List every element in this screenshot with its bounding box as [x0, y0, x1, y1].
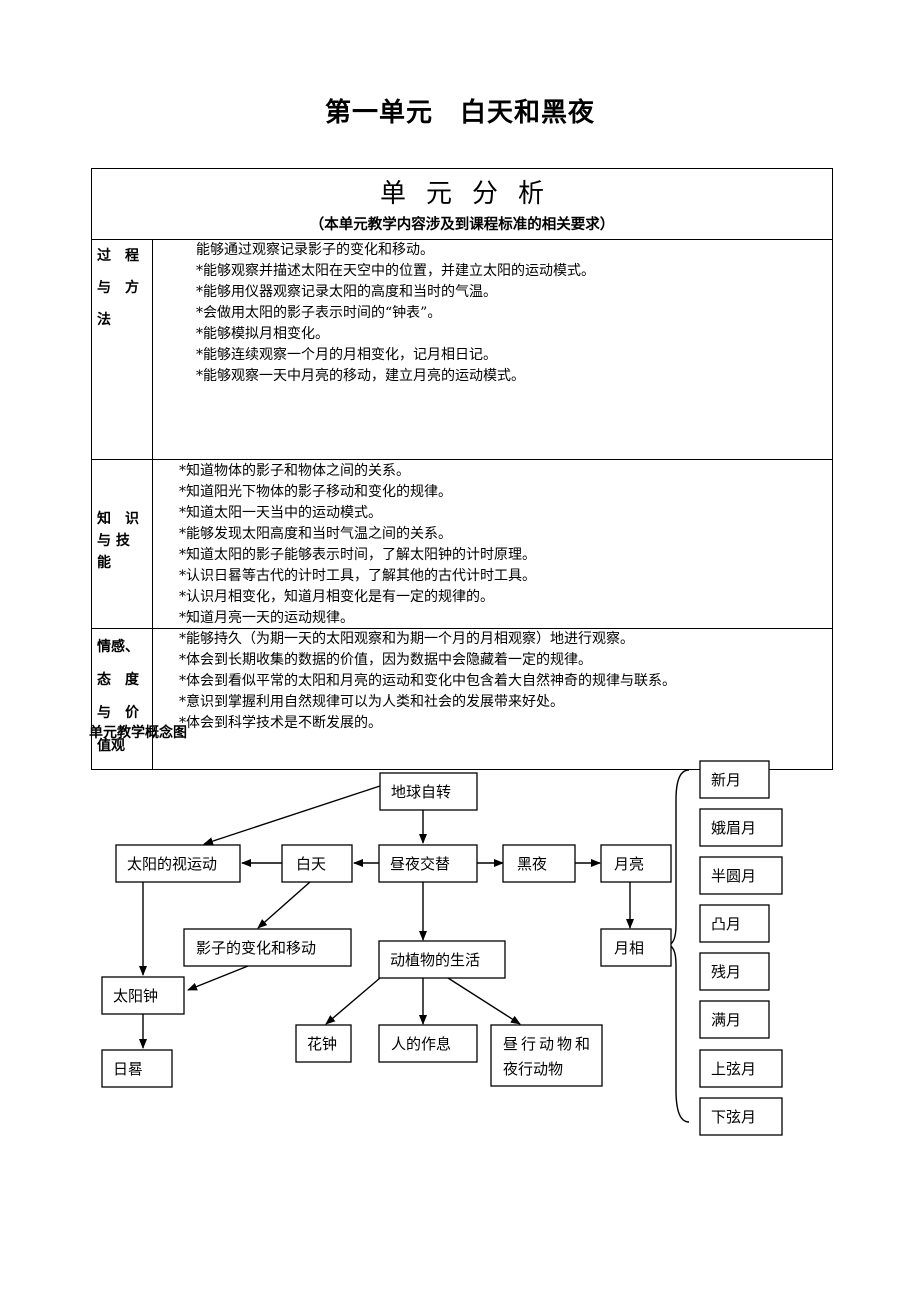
node-plant-animal-life-box: [378, 940, 506, 979]
list-item: *体会到长期收集的数据的价值，因为数据中会隐藏着一定的规律。: [179, 652, 592, 668]
row-label-line: 值观: [97, 738, 125, 754]
node-moon: 月亮: [614, 855, 644, 873]
moon-phase-label: 新月: [711, 771, 741, 789]
node-sundial-clock-box: [101, 976, 185, 1015]
concept-map-caption: 单元教学概念图: [89, 725, 187, 741]
moon-phase-label: 残月: [711, 963, 741, 981]
arrow-shadow-to-sundial-clock: [187, 965, 249, 991]
row-label-line: 态 度: [97, 672, 139, 688]
unit-analysis-table: 单元分析 （本单元教学内容涉及到课程标准的相关要求） 过 程 与 方 法 能够通…: [91, 168, 833, 770]
row-label-line: 情感、: [97, 639, 139, 655]
list-item: *知道太阳的影子能够表示时间，了解太阳钟的计时原理。: [179, 547, 536, 563]
list-item: *能够持久（为期一天的太阳观察和为期一个月的月相观察）地进行观察。: [179, 631, 634, 647]
list-item: *认识月相变化，知道月相变化是有一定的规律的。: [179, 589, 494, 605]
concept-nodes: [101, 760, 783, 1136]
moon-phase-box-gibbous: [699, 904, 770, 943]
table-subheading: （本单元教学内容涉及到课程标准的相关要求）: [309, 217, 615, 233]
list-item: *能够用仪器观察记录太阳的高度和当时的气温。: [196, 284, 497, 300]
node-earth-rotation: 地球自转: [391, 783, 451, 801]
moon-phase-box-waning: [699, 952, 770, 991]
node-day-night-alternation: 昼夜交替: [390, 855, 450, 873]
moon-phase-box-half: [699, 856, 783, 895]
concept-node-labels: 地球自转 太阳的视运动 白天 昼夜交替 黑夜 月亮 影子的变化和移动 动植物的生…: [113, 771, 756, 1126]
list-item: *能够发现太阳高度和当时气温之间的关系。: [179, 526, 452, 542]
list-item: *意识到掌握利用自然规律可以为人类和社会的发展带来好处。: [179, 694, 564, 710]
row-label: 过 程 与 方 法: [92, 240, 153, 459]
list-item: *能够连续观察一个月的月相变化，记月相日记。: [196, 347, 497, 363]
connector-group: [139, 785, 634, 1049]
moon-phase-label: 半圆月: [711, 867, 756, 885]
row-label: 情感、 态 度 与 价 值观: [92, 629, 153, 769]
arrow-life-to-animals: [447, 977, 521, 1025]
node-animals-line-1: 昼行动物和: [503, 1035, 590, 1053]
row-label-line: 法: [97, 312, 111, 328]
node-earth-rotation-box: [379, 772, 478, 811]
moon-phase-label: 凸月: [711, 915, 741, 933]
row-label-line: 过 程: [97, 248, 139, 264]
moon-phase-label: 下弦月: [711, 1108, 756, 1126]
moon-phase-box-first-quarter: [699, 1049, 783, 1088]
table-row-emotion-attitude-values: 情感、 态 度 与 价 值观 *能够持久（为期一天的太阳观察和为期一个月的月相观…: [92, 629, 832, 769]
moon-phase-label: 满月: [711, 1011, 741, 1029]
node-human-routine: 人的作息: [391, 1035, 451, 1053]
list-item: *知道阳光下物体的影子移动和变化的规律。: [179, 484, 452, 500]
node-daytime-box: [281, 844, 353, 883]
moon-phase-box-crescent: [699, 808, 783, 847]
node-night-box: [502, 844, 576, 883]
node-sundial-clock: 太阳钟: [113, 987, 158, 1005]
node-flower-clock-box: [295, 1024, 352, 1063]
page-title: 第一单元 白天和黑夜: [324, 98, 595, 128]
moon-phase-box-full: [699, 1000, 770, 1039]
table-row-knowledge-skill: 知 识 与 技 能 *知道物体的影子和物体之间的关系。 *知道阳光下物体的影子移…: [92, 460, 832, 629]
list-item: 能够通过观察记录影子的变化和移动。: [196, 242, 434, 258]
row-label-line: 与 方: [97, 280, 139, 296]
list-item: *能够模拟月相变化。: [196, 326, 329, 342]
list-item: *认识日晷等古代的计时工具，了解其他的古代计时工具。: [179, 568, 536, 584]
node-sun-apparent-motion: 太阳的视运动: [127, 855, 217, 873]
row-content: *知道物体的影子和物体之间的关系。 *知道阳光下物体的影子移动和变化的规律。 *…: [153, 460, 832, 628]
list-item: *体会到看似平常的太阳和月亮的运动和变化中包含着大自然神奇的规律与联系。: [179, 673, 676, 689]
row-label-line: 能: [97, 555, 111, 571]
list-item: *知道物体的影子和物体之间的关系。: [179, 463, 410, 479]
node-shadow-change: 影子的变化和移动: [196, 939, 316, 957]
node-human-routine-box: [378, 1024, 478, 1063]
moon-phase-box-last-quarter: [699, 1097, 783, 1136]
arrow-daytime-to-shadow: [257, 881, 311, 929]
node-night: 黑夜: [517, 855, 547, 873]
list-item: *能够观察并描述太阳在天空中的位置，并建立太阳的运动模式。: [196, 263, 595, 279]
row-label-line: 与 技: [97, 533, 130, 549]
list-item: *知道太阳一天当中的运动模式。: [179, 505, 382, 521]
node-sundial: 日晷: [113, 1060, 143, 1078]
arrow-life-to-flower-clock: [325, 977, 381, 1025]
moon-phase-box-new: [699, 760, 770, 799]
table-row-process-method: 过 程 与 方 法 能够通过观察记录影子的变化和移动。 *能够观察并描述太阳在天…: [92, 240, 832, 460]
node-moon-phase-box: [600, 928, 672, 967]
arrow-earth-to-sun-motion: [203, 785, 381, 845]
node-plant-animal-life: 动植物的生活: [390, 951, 480, 969]
row-content: *能够持久（为期一天的太阳观察和为期一个月的月相观察）地进行观察。 *体会到长期…: [153, 629, 832, 769]
list-item: *体会到科学技术是不断发展的。: [179, 715, 382, 731]
list-item: *会做用太阳的影子表示时间的“钟表”。: [196, 305, 442, 321]
row-label-line: 与 价: [97, 705, 139, 721]
table-heading: 单元分析: [379, 179, 564, 209]
node-day-night-alternation-box: [378, 844, 478, 883]
node-flower-clock: 花钟: [307, 1035, 337, 1053]
node-shadow-change-box: [183, 928, 352, 967]
list-item: *知道月亮一天的运动规律。: [179, 610, 354, 626]
node-sun-apparent-motion-box: [115, 844, 241, 883]
moon-phase-label: 上弦月: [711, 1060, 756, 1078]
moon-phase-label: 娥眉月: [711, 819, 756, 837]
row-label: 知 识 与 技 能: [92, 460, 153, 628]
node-animals-box: [490, 1024, 603, 1087]
node-moon-phase: 月相: [614, 939, 644, 957]
row-label-line: 知 识: [97, 511, 139, 527]
row-content: 能够通过观察记录影子的变化和移动。 *能够观察并描述太阳在天空中的位置，并建立太…: [153, 240, 832, 459]
node-moon-box: [600, 844, 672, 883]
node-daytime: 白天: [296, 855, 326, 873]
list-item: *能够观察一天中月亮的移动，建立月亮的运动模式。: [196, 368, 525, 384]
node-animals-line-2: 夜行动物: [503, 1060, 563, 1078]
node-sundial-box: [101, 1049, 173, 1088]
table-header: 单元分析 （本单元教学内容涉及到课程标准的相关要求）: [92, 169, 832, 240]
